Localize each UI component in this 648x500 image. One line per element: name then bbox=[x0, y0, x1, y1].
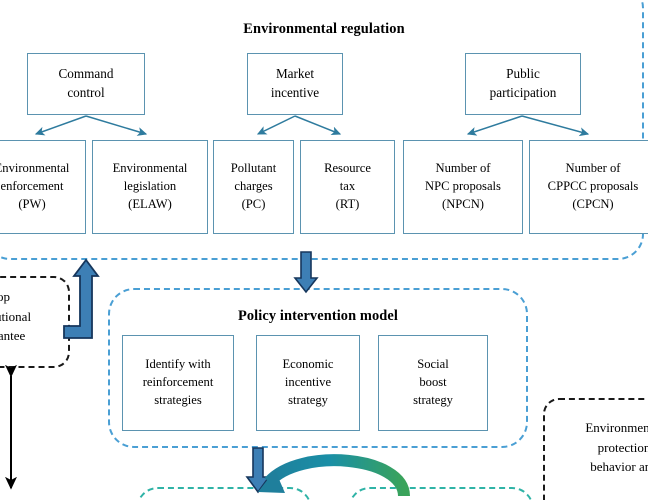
indicator-box-environmental-legislation: Environmental legislation (ELAW) bbox=[92, 140, 208, 234]
driver-box-command-control: Command control bbox=[27, 53, 145, 115]
indicator-line: enforcement bbox=[0, 179, 64, 194]
page-title: Environmental regulation bbox=[243, 21, 405, 37]
driver-line: participation bbox=[489, 85, 557, 100]
strategy-line: boost bbox=[419, 375, 447, 390]
behavior-line: Environmental bbox=[585, 420, 648, 435]
driver-box-public-participation: Public participation bbox=[465, 53, 581, 115]
indicator-box-npc-proposals: Number of NPC proposals (NPCN) bbox=[403, 140, 523, 234]
indicator-line: (RT) bbox=[335, 196, 360, 211]
driver-line: Market bbox=[275, 66, 315, 82]
driver-line: control bbox=[67, 85, 105, 100]
indicator-box-resource-tax: Resource tax (RT) bbox=[300, 140, 395, 234]
indicator-box-cppcc-proposals: Number of CPPCC proposals (CPCN) bbox=[529, 140, 648, 234]
indicator-box-environmental-enforcement: Environmental enforcement (PW) bbox=[0, 140, 86, 234]
environmental-protection-behavior-text: Environmental protection behavior and bbox=[553, 418, 648, 477]
environmental-protection-behavior-box bbox=[543, 398, 648, 500]
indicator-line: Number of bbox=[565, 161, 621, 176]
environmental-regulation-panel bbox=[0, 0, 644, 260]
indicator-line: (CPCN) bbox=[572, 196, 614, 211]
guarantee-line: institutional bbox=[0, 308, 32, 324]
driver-line: Command bbox=[58, 66, 114, 82]
guarantee-line: guarantee bbox=[0, 328, 26, 343]
indicator-line: NPC proposals bbox=[425, 179, 501, 194]
guarantee-line: Top bbox=[0, 289, 11, 304]
indicator-box-pollutant-charges: Pollutant charges (PC) bbox=[213, 140, 294, 234]
strategy-line: Identify with bbox=[145, 357, 211, 372]
strategy-box-social-boost: Social boost strategy bbox=[378, 335, 488, 431]
top-institutional-guarantee-text: Top institutional guarantee bbox=[0, 287, 64, 346]
indicator-line: legislation bbox=[123, 179, 177, 194]
strategy-box-identify-reinforcement: Identify with reinforcement strategies bbox=[122, 335, 234, 431]
driver-box-market-incentive: Market incentive bbox=[247, 53, 343, 115]
bottom-left-outcome-panel bbox=[136, 487, 312, 500]
indicator-line: Environmental bbox=[112, 161, 188, 176]
behavior-line: protection bbox=[597, 439, 648, 455]
indicator-line: tax bbox=[339, 179, 356, 194]
driver-line: incentive bbox=[270, 85, 320, 100]
indicator-line: CPPCC proposals bbox=[547, 179, 639, 194]
indicator-line: Environmental bbox=[0, 161, 70, 176]
strategy-line: strategy bbox=[413, 392, 453, 407]
indicator-line: (PC) bbox=[241, 196, 266, 211]
strategy-line: incentive bbox=[284, 375, 332, 390]
indicator-line: Number of bbox=[435, 161, 491, 176]
strategy-line: Economic bbox=[282, 357, 334, 372]
strategy-box-economic-incentive: Economic incentive strategy bbox=[256, 335, 360, 431]
policy-panel-title: Policy intervention model bbox=[238, 308, 398, 324]
behavior-line: behavior and bbox=[590, 459, 648, 474]
indicator-line: (NPCN) bbox=[442, 196, 484, 211]
indicator-line: Pollutant bbox=[230, 161, 277, 176]
indicator-line: Resource bbox=[324, 161, 371, 176]
driver-line: Public bbox=[506, 66, 540, 82]
strategy-line: reinforcement bbox=[142, 375, 214, 390]
indicator-line: (ELAW) bbox=[128, 196, 172, 211]
indicator-line: (PW) bbox=[18, 196, 46, 211]
bottom-right-outcome-panel bbox=[348, 487, 534, 500]
strategy-line: strategies bbox=[154, 392, 202, 407]
strategy-line: Social bbox=[417, 357, 449, 372]
arrow-down-to-outcome bbox=[245, 447, 271, 494]
strategy-line: strategy bbox=[288, 392, 328, 407]
indicator-line: charges bbox=[234, 179, 273, 194]
